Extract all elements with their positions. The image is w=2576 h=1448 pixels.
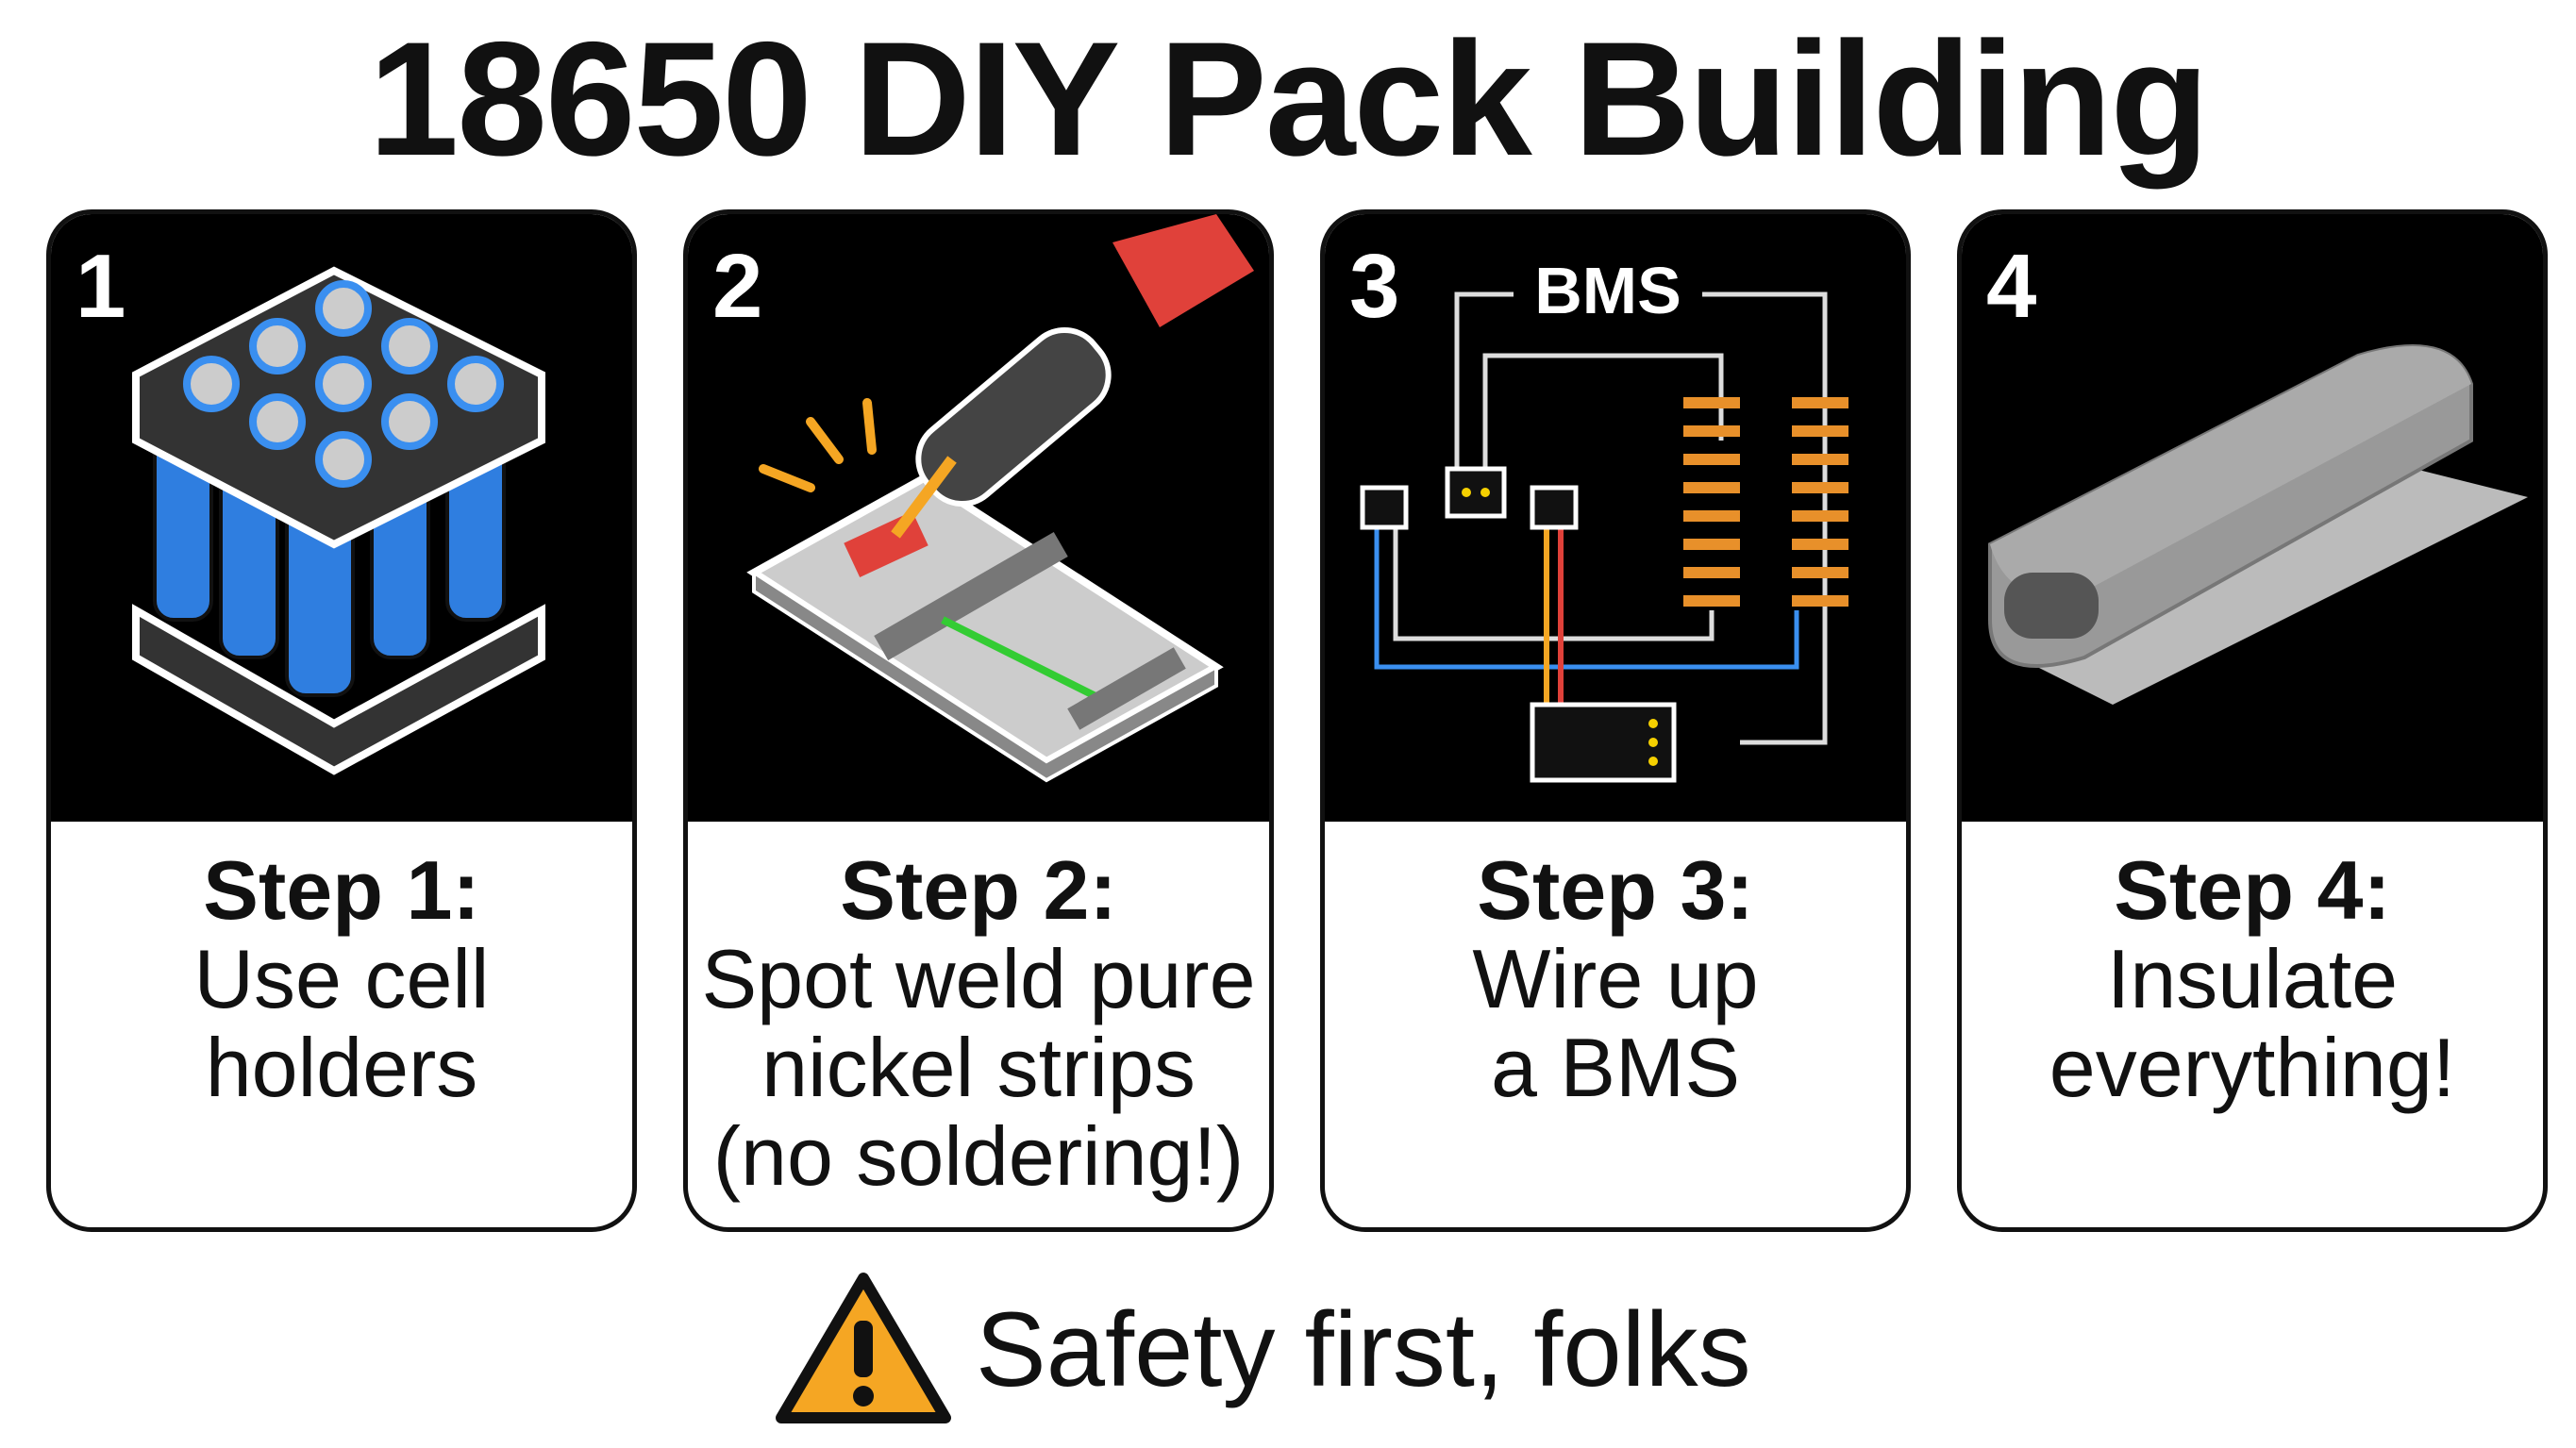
step-caption: Step 3: Wire up a BMS	[1325, 846, 1906, 1112]
step-card-2: 2 Step 2: Spot weld pure nickel strips (…	[683, 209, 1274, 1232]
step-text-line: Use cell	[193, 932, 490, 1025]
spot-welder-icon	[746, 214, 1254, 783]
step-card-4: 4 Step 4: Insulate everything!	[1957, 209, 2548, 1232]
step-number: 4	[1986, 236, 2037, 337]
page-title: 18650 DIY Pack Building	[368, 8, 2210, 190]
warning-icon	[776, 1273, 951, 1423]
step-label: Step 1:	[203, 843, 480, 937]
step-number: 3	[1349, 236, 1400, 337]
step-text-line: nickel strips	[761, 1021, 1196, 1114]
cell-holder-icon	[132, 266, 545, 775]
safety-message: Safety first, folks	[976, 1290, 1751, 1408]
step-text-line: Wire up	[1472, 932, 1759, 1025]
step-label: Step 4:	[2114, 843, 2391, 937]
bms-wiring-icon: BMS	[1360, 254, 1848, 783]
step-text-line: Spot weld pure	[701, 932, 1256, 1025]
step-text-line: (no soldering!)	[712, 1109, 1245, 1203]
step-card-1: 1 Step 1: Use cell holders	[46, 209, 637, 1232]
step-illustration-panel: 4	[1962, 214, 2543, 822]
safety-footer: Safety first, folks	[774, 1269, 1751, 1429]
step-illustration-panel: 1	[51, 214, 632, 822]
step-number: 2	[712, 236, 763, 337]
bms-label: BMS	[1534, 254, 1681, 327]
step-text-line: Insulate	[2106, 932, 2399, 1025]
step-caption: Step 4: Insulate everything!	[1962, 846, 2543, 1112]
step-caption: Step 2: Spot weld pure nickel strips (no…	[688, 846, 1269, 1201]
step-illustration-panel: BMS 3	[1325, 214, 1906, 822]
step-card-3: BMS 3 Step 3: Wire up a BMS	[1320, 209, 1911, 1232]
step-text-line: everything!	[2049, 1021, 2456, 1114]
step-illustration-panel: 2	[688, 214, 1269, 822]
step-caption: Step 1: Use cell holders	[51, 846, 632, 1112]
step-text-line: a BMS	[1490, 1021, 1741, 1114]
insulation-sleeve-icon	[1988, 344, 2528, 705]
step-label: Step 2:	[840, 843, 1117, 937]
step-text-line: holders	[205, 1021, 478, 1114]
step-number: 1	[75, 236, 126, 337]
step-label: Step 3:	[1477, 843, 1754, 937]
